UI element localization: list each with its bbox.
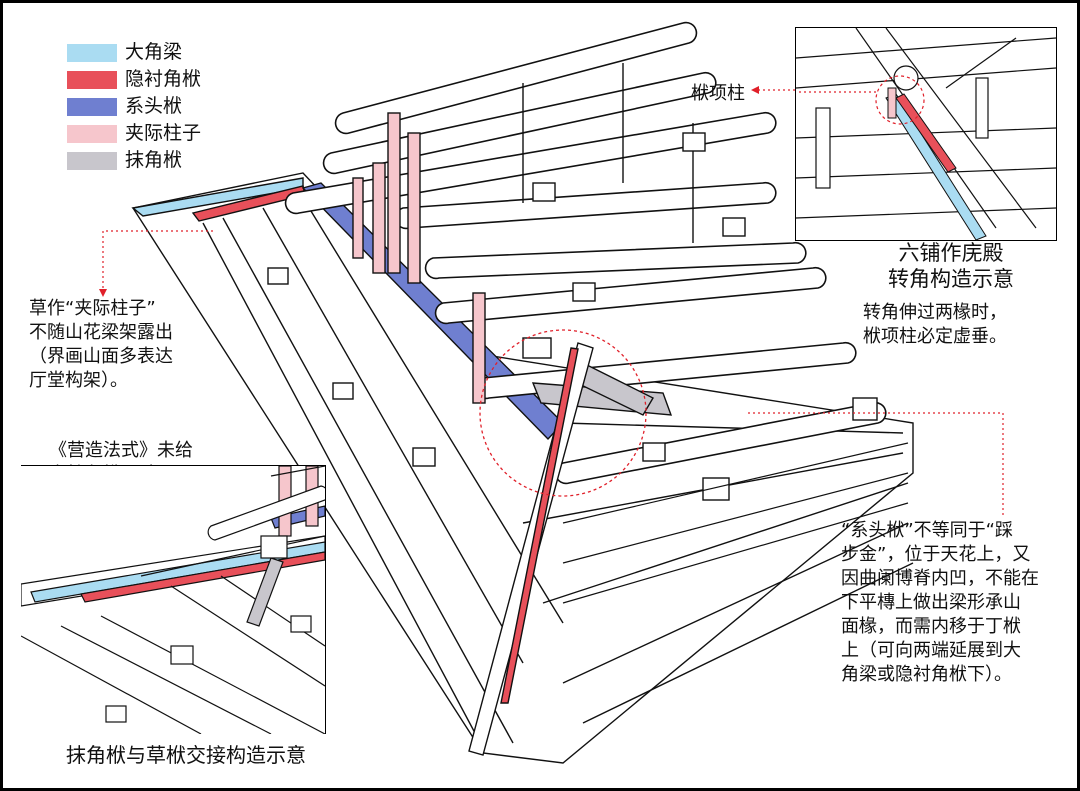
corner-rafter-red — [500, 347, 579, 704]
inset-corner-drawing — [796, 28, 1056, 240]
inset-mojiaofu-detail — [21, 465, 326, 734]
inset-title-line2: 转角构造示意 — [888, 267, 1014, 291]
inset-mojiaofu-drawing — [21, 466, 325, 734]
note-left-upper: 草作“夹际柱子” 不随山花梁架露出 （界画山面多表达 厅堂构架）。 — [29, 298, 173, 391]
legend: 大角梁 隐衬角栿 系头栿 夹际柱子 抹角栿 — [67, 39, 201, 174]
legend-item: 大角梁 — [67, 39, 201, 66]
legend-label: 抹角栿 — [125, 149, 183, 171]
legend-label: 隐衬角栿 — [125, 68, 202, 90]
legend-label: 大角梁 — [125, 41, 183, 63]
legend-item: 抹角栿 — [67, 147, 201, 174]
detail-circle — [479, 329, 647, 497]
main-roof-framing-drawing — [99, 21, 1004, 764]
legend-swatch-yinchenjiaofu — [67, 70, 117, 89]
legend-swatch-dajiaoliang — [67, 43, 117, 62]
inset-title-line1: 六铺作庑殿 — [898, 241, 1004, 265]
note-right-lower: “系头栿”不等同于“踩 步金”，位于天花上，又 因曲阑博脊内凹，不能在 下平槫上… — [841, 520, 1039, 685]
legend-swatch-mojiaofu — [67, 151, 117, 170]
inset-corner-detail — [795, 27, 1057, 241]
legend-label: 夹际柱子 — [125, 122, 202, 144]
inset-caption-bottom-left: 抹角栿与草栿交接构造示意 — [66, 743, 306, 767]
legend-label: 系头栿 — [125, 95, 183, 117]
note-top-right: 转角伸过两椽时， 栿项柱必定虚垂。 — [863, 302, 1007, 347]
legend-item: 夹际柱子 — [67, 120, 201, 147]
legend-swatch-jiajizhuzi — [67, 124, 117, 143]
legend-swatch-xitoufu — [67, 97, 117, 116]
arrow-icon — [751, 86, 795, 94]
legend-item: 隐衬角栿 — [67, 66, 201, 93]
legend-item: 系头栿 — [67, 93, 201, 120]
callout-fuxiangzhu: 栿项柱 — [691, 83, 745, 104]
